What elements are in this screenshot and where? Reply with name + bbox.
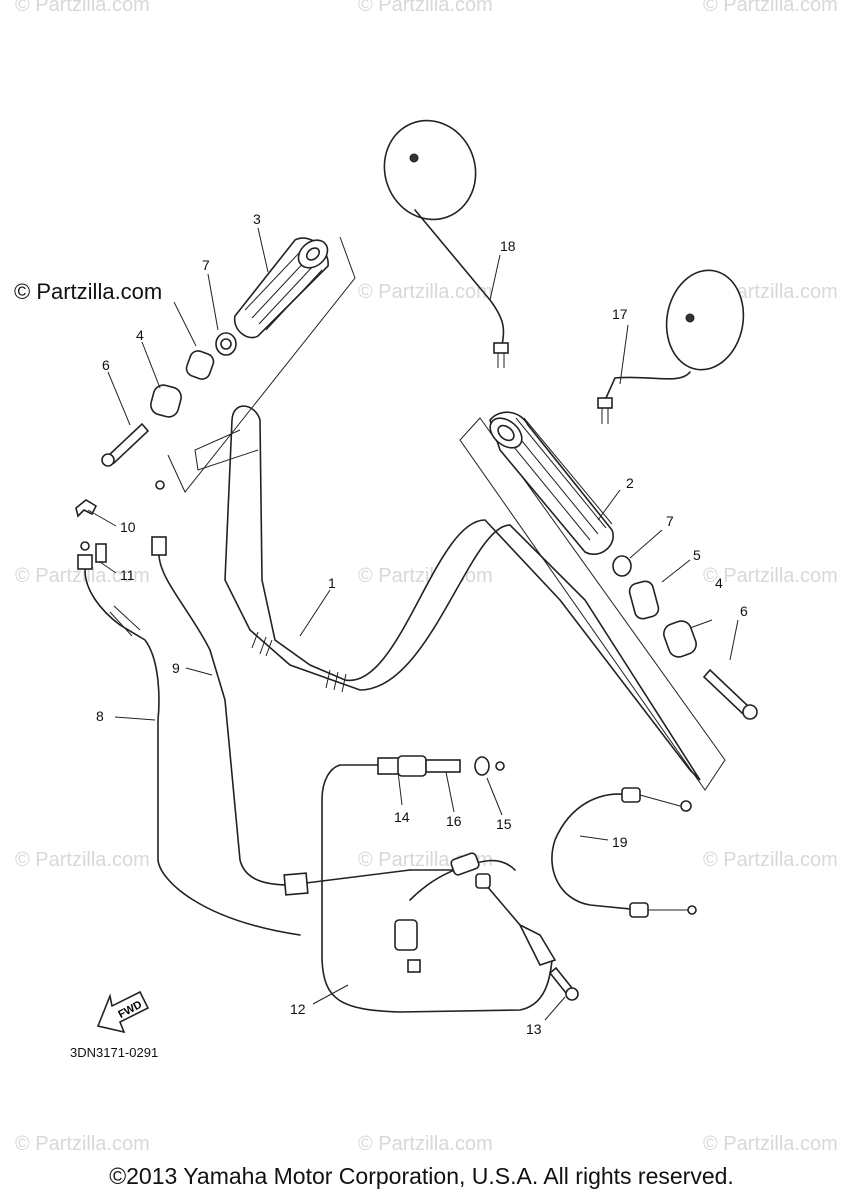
throttle-cable-9 — [151, 480, 516, 896]
callout-10: 10 — [120, 519, 136, 535]
watermark: © Partzilla.com — [15, 0, 150, 16]
watermark: © Partzilla.com — [15, 849, 150, 871]
copyright-notice: ©2013 Yamaha Motor Corporation, U.S.A. A… — [109, 1163, 734, 1189]
watermark: © Partzilla.com — [358, 1133, 493, 1155]
watermark: © Partzilla.com — [703, 565, 838, 587]
callout-17: 17 — [612, 306, 628, 322]
callout-13: 13 — [526, 1021, 542, 1037]
callout-18: 18 — [500, 238, 516, 254]
watermark: © Partzilla.com — [358, 0, 493, 16]
leader-lines — [87, 227, 739, 1021]
watermark: © Partzilla.com — [358, 281, 493, 303]
callout-15: 15 — [496, 816, 512, 832]
fwd-arrow: FWD — [96, 990, 150, 1034]
callout-11: 11 — [120, 567, 135, 583]
callout-6-right: 6 — [740, 603, 748, 619]
handlebar — [194, 405, 701, 781]
callout-16: 16 — [446, 813, 462, 829]
callout-7-right: 7 — [666, 513, 674, 529]
cable-assembly — [321, 755, 579, 1013]
cable-19 — [551, 787, 697, 918]
watermark: © Partzilla.com — [703, 849, 838, 871]
cut-plane-left — [167, 236, 356, 493]
grip-left — [233, 237, 329, 339]
watermark: © Partzilla.com — [703, 0, 838, 16]
callout-2: 2 — [626, 475, 634, 491]
callout-3: 3 — [253, 211, 261, 227]
watermark: © Partzilla.com — [15, 1133, 150, 1155]
callout-5: 5 — [693, 547, 701, 563]
reference-code: 3DN3171-0291 — [70, 1045, 159, 1060]
callout-8: 8 — [96, 708, 104, 724]
callout-7-left: 7 — [202, 257, 210, 273]
callout-12: 12 — [290, 1001, 306, 1017]
watermark: © Partzilla.com — [15, 565, 150, 587]
cut-plane-right — [459, 417, 726, 791]
callout-4-left: 4 — [136, 327, 144, 343]
callout-9: 9 — [172, 660, 180, 676]
bar-end-parts-left — [101, 332, 237, 467]
clutch-cable — [75, 499, 301, 936]
callout-labels: 1 2 3 4 4 5 6 6 7 7 8 9 10 11 12 13 14 1… — [96, 211, 748, 1037]
mirror-right — [597, 269, 745, 424]
mirror-left — [383, 119, 509, 368]
partzilla-label: © Partzilla.com — [14, 279, 163, 304]
callout-4-right: 4 — [715, 575, 723, 591]
callout-19: 19 — [612, 834, 628, 850]
callout-1: 1 — [328, 575, 336, 591]
bar-end-parts-right — [612, 555, 758, 720]
watermark: © Partzilla.com — [703, 1133, 838, 1155]
callout-14: 14 — [394, 809, 410, 825]
grip-right — [489, 411, 614, 555]
callout-6-left: 6 — [102, 357, 110, 373]
